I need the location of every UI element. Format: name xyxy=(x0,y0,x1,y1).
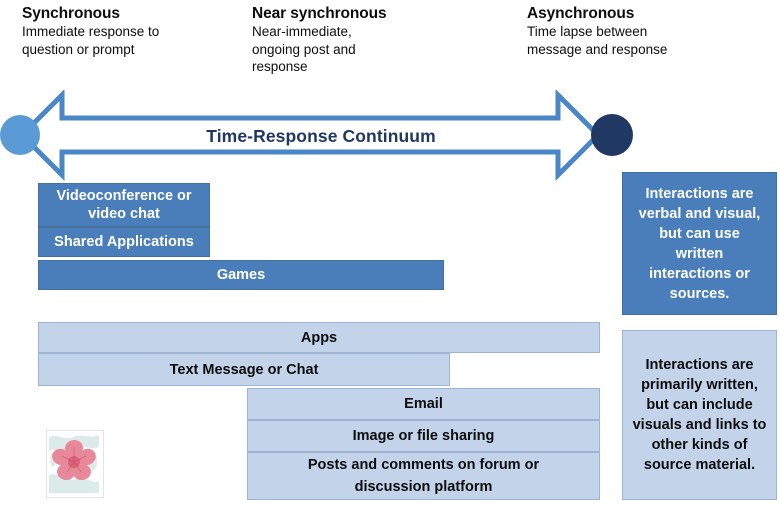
endpoint-circle-asynchronous xyxy=(591,114,633,156)
time-response-arrow xyxy=(0,90,670,190)
header-near-synchronous-title: Near synchronous xyxy=(252,5,387,22)
note-primarily-written-text: Interactions are primarily written, but … xyxy=(632,357,767,473)
bar-videoconference-label: Videoconference or video chat xyxy=(56,188,192,222)
bar-email-label: Email xyxy=(404,396,443,412)
bar-email: Email xyxy=(247,388,600,420)
bar-posts-and-comments-label: Posts and comments on forum or discussio… xyxy=(307,457,540,495)
bar-games: Games xyxy=(38,260,444,290)
note-verbal-and-visual: Interactions are verbal and visual, but … xyxy=(622,172,777,315)
flower-decorative-image xyxy=(46,430,104,498)
bar-shared-applications: Shared Applications xyxy=(38,227,210,257)
note-verbal-and-visual-text: Interactions are verbal and visual, but … xyxy=(638,185,761,302)
header-near-synchronous-subtitle: Near-immediate, ongoing post and respons… xyxy=(252,24,356,74)
continuum-label: Time-Response Continuum xyxy=(206,126,436,146)
header-synchronous-title: Synchronous xyxy=(22,5,120,22)
bar-games-label: Games xyxy=(216,267,266,283)
note-primarily-written: Interactions are primarily written, but … xyxy=(622,330,777,500)
header-asynchronous-title: Asynchronous xyxy=(527,5,635,22)
bar-image-or-file-sharing: Image or file sharing xyxy=(247,420,600,452)
bar-image-or-file-sharing-label: Image or file sharing xyxy=(352,428,495,444)
bar-text-message-or-chat: Text Message or Chat xyxy=(38,353,450,386)
header-synchronous: Synchronous Immediate response to questi… xyxy=(22,4,167,58)
header-near-synchronous: Near synchronous Near-immediate, ongoing… xyxy=(252,4,387,76)
bar-text-message-or-chat-label: Text Message or Chat xyxy=(169,361,319,378)
header-synchronous-subtitle: Immediate response to question or prompt xyxy=(22,24,160,57)
bar-shared-applications-label: Shared Applications xyxy=(54,234,194,250)
endpoint-circle-synchronous xyxy=(0,115,40,155)
bar-apps-label: Apps xyxy=(300,329,338,346)
bar-apps: Apps xyxy=(38,322,600,353)
header-asynchronous: Asynchronous Time lapse between message … xyxy=(527,4,675,58)
header-asynchronous-subtitle: Time lapse between message and response xyxy=(527,24,668,57)
bar-posts-and-comments: Posts and comments on forum or discussio… xyxy=(247,452,600,500)
bar-videoconference: Videoconference or video chat xyxy=(38,183,210,227)
